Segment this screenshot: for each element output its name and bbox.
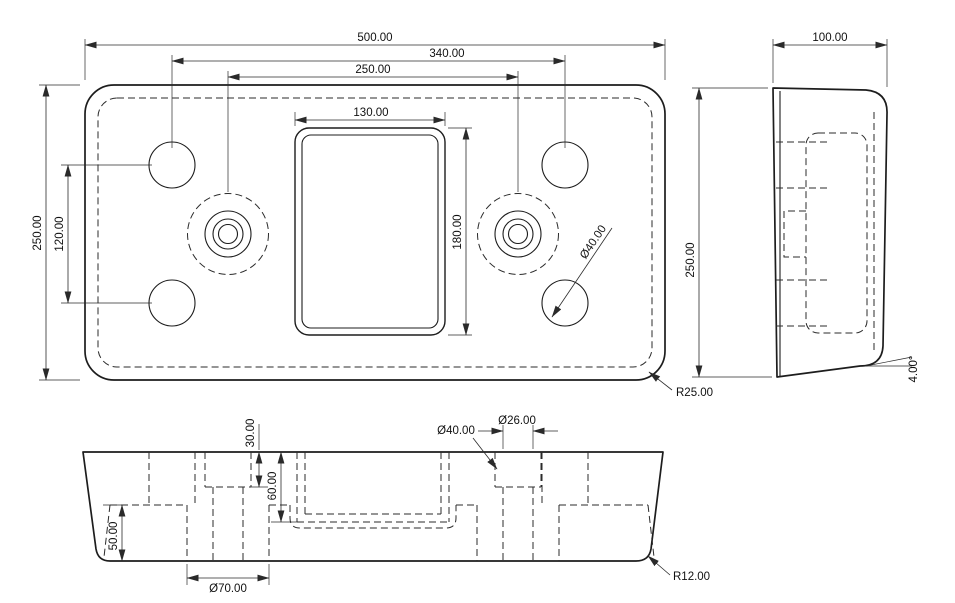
hole-circle — [502, 218, 534, 250]
side-view-hidden-lines — [776, 112, 875, 352]
cbore-circle — [204, 210, 252, 258]
corner-hole-circle — [148, 279, 196, 327]
dim-hole-dia-label: Ø26.00 — [498, 415, 536, 427]
dim-top-height-label: 250.00 — [32, 215, 44, 250]
front-view-hidden-lines — [103, 452, 655, 561]
counterbore-right — [477, 193, 559, 275]
side-view: 100.00 250.00 4.00° — [685, 32, 920, 382]
dim-bore-dia-label: Ø40.00 — [437, 425, 475, 437]
dim-base-height-label: 50.00 — [108, 522, 120, 551]
hole-dia-leader — [551, 227, 613, 318]
top-view-dimension-lines — [42, 41, 673, 391]
dim-pocket-depth-label: 60.00 — [267, 472, 279, 501]
corner-holes — [148, 141, 589, 327]
top-view-extension-lines — [39, 39, 666, 381]
dim-draft-angle-label: 4.00° — [908, 356, 920, 383]
corner-hole-circle — [148, 141, 196, 189]
front-outline — [82, 451, 664, 562]
corner-hole-circle — [541, 141, 589, 189]
dim-fillet-radius-label: R12.00 — [673, 571, 710, 583]
corner-radius-leader — [648, 371, 673, 391]
dim-pocket-width-label: 130.00 — [353, 107, 388, 119]
dim-cbore-span-label: 250.00 — [355, 64, 390, 76]
pocket-outer-rect — [294, 127, 446, 336]
hole-circle — [212, 218, 244, 250]
dim-corner-radius-label: R25.00 — [676, 387, 713, 399]
dim-pocket-height-label: 180.00 — [452, 214, 464, 249]
dim-side-width-label: 100.00 — [812, 32, 847, 44]
pocket-boss-profile — [289, 505, 457, 529]
plate-outline — [84, 84, 666, 381]
cbore-circle — [494, 210, 542, 258]
boss-hidden-circle — [477, 193, 559, 275]
corner-hole-circle — [541, 279, 589, 327]
side-outline — [772, 87, 888, 378]
dim-cbore-depth-label: 30.00 — [245, 419, 257, 448]
front-view-dimensions — [103, 424, 671, 585]
dim-side-height-label: 250.00 — [685, 242, 697, 277]
fillet-radius-leader — [647, 555, 671, 576]
dim-hole-span-h-label: 340.00 — [429, 48, 464, 60]
top-view: 500.00 340.00 250.00 130.00 250.00 120.0… — [32, 32, 713, 399]
bore-dia-leader — [472, 437, 498, 470]
cbore-hidden-profile — [783, 210, 806, 258]
boss-hidden-circle — [187, 193, 269, 275]
hole-inner-circle — [507, 223, 529, 245]
dim-hole-span-v-label: 120.00 — [54, 216, 66, 251]
hole-inner-circle — [217, 223, 239, 245]
dim-top-width-label: 500.00 — [357, 32, 392, 44]
pocket-inner-rect — [301, 134, 439, 329]
dim-cbore-dia-label: Ø70.00 — [209, 583, 247, 595]
counterbore-left — [187, 193, 269, 275]
center-pocket — [294, 127, 446, 336]
plate-inner-hidden-rim — [97, 97, 653, 368]
pocket-hidden-profile — [805, 132, 868, 334]
draft-angle-slope-line — [865, 356, 913, 367]
side-view-dimensions — [692, 39, 913, 378]
front-view: 50.00 30.00 60.00 Ø40.00 Ø26.00 Ø70.00 R… — [82, 415, 710, 595]
